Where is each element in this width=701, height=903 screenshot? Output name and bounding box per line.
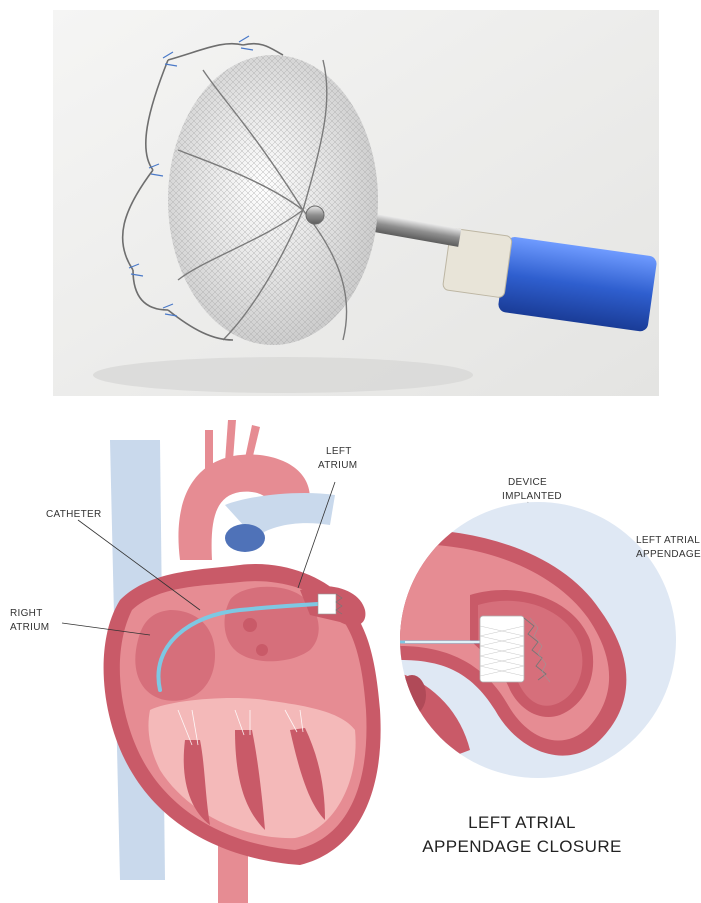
occluder-mesh [168, 55, 378, 345]
right-atrium-chamber [135, 610, 215, 701]
heart-diagram: LEFT ATRIUM CATHETER RIGHT ATRIUM DEVICE… [0, 410, 701, 903]
label-left-atrium-line2: ATRIUM [318, 460, 357, 471]
label-device-line1: DEVICE [508, 477, 547, 488]
device-photo [53, 10, 659, 396]
label-right-atrium-line1: RIGHT [10, 608, 43, 619]
label-device-line2: IMPLANTED [502, 491, 562, 502]
zoom-inset [390, 502, 676, 780]
label-left-atrium-line1: LEFT [326, 446, 352, 457]
label-right-atrium-line2: ATRIUM [10, 622, 49, 633]
label-catheter: CATHETER [46, 509, 102, 520]
caption-line2: APPENDAGE CLOSURE [422, 837, 622, 856]
label-appendage-line1: LEFT ATRIAL [636, 535, 700, 546]
caption-line1: LEFT ATRIAL [468, 813, 576, 832]
label-appendage-line2: APPENDAGE [636, 549, 701, 560]
pulmonary-trunk [225, 524, 265, 552]
